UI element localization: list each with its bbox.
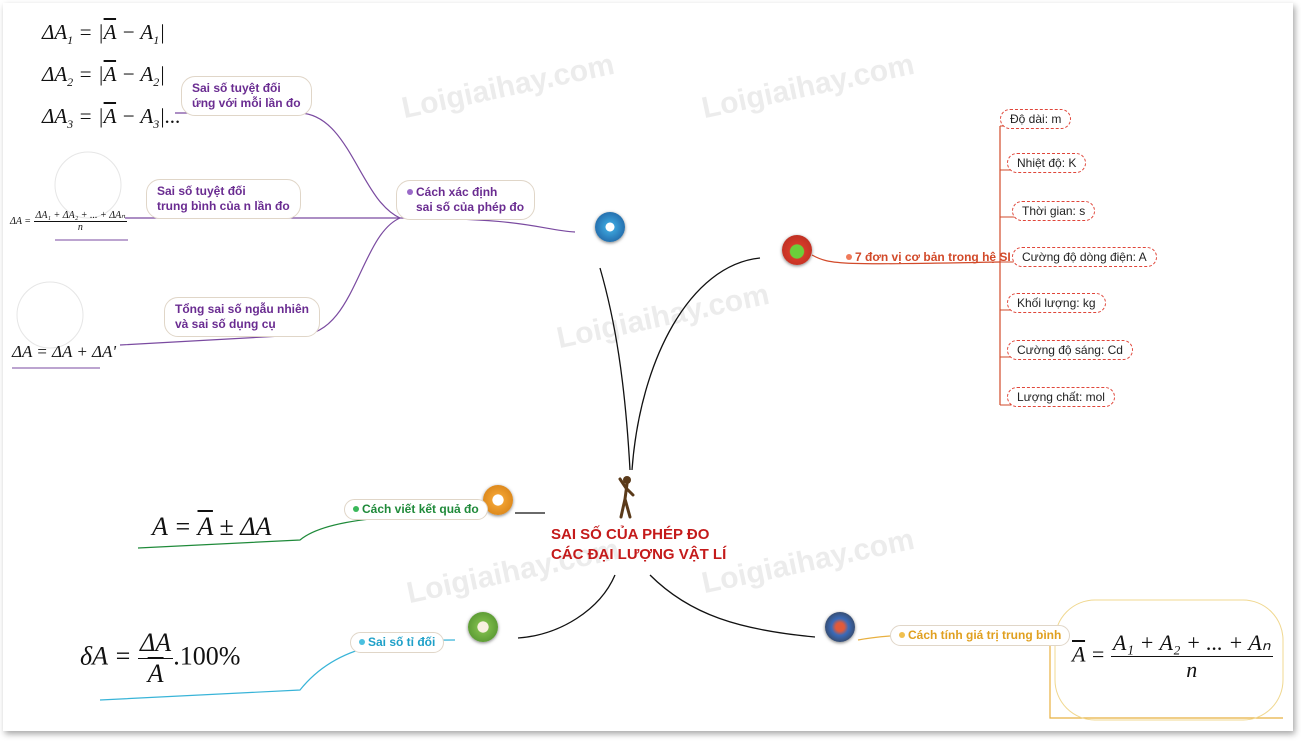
formula-mean-absolute-error: ΔA = ΔA₁ + ΔA₂ + ... + ΔAₙ n: [10, 210, 128, 233]
bullet-icon: [899, 632, 905, 638]
mindmap-canvas: [3, 3, 1293, 731]
formula-total-error: ΔA = ΔA + ΔA': [12, 342, 117, 361]
bullet-icon: [846, 254, 852, 260]
si-unit-mass[interactable]: Khối lượng: kg: [1007, 293, 1106, 313]
central-topic-line2: CÁC ĐẠI LƯỢNG VẬT LÍ: [551, 546, 727, 563]
si-unit-time[interactable]: Thời gian: s: [1012, 201, 1096, 221]
sub-label-line2: trung bình của n lần đo: [157, 199, 290, 213]
branch-average[interactable]: Cách tính giá trị trung bình: [890, 625, 1071, 646]
si-unit-length[interactable]: Độ dài: m: [1000, 109, 1072, 129]
branch-label: 7 đơn vị cơ bản trong hệ SI: [855, 250, 1011, 264]
sub-label-line1: Sai số tuyệt đối: [157, 184, 246, 198]
formula-result: A = A ± ΔA: [152, 512, 272, 541]
si-unit-temperature[interactable]: Nhiệt độ: K: [1007, 153, 1087, 173]
bullet-icon: [407, 189, 413, 195]
apple-icon[interactable]: [782, 235, 812, 265]
formula-relative-error: δA = ΔA A .100%: [80, 628, 241, 688]
fraction: A₁ + A₂ + ... + Aₙ n: [1110, 630, 1273, 682]
branch-label: Cách tính giá trị trung bình: [908, 628, 1062, 642]
formula-delta-a3: ΔA3 = |A − A3|...: [42, 104, 181, 132]
sub-absolute-error-each[interactable]: Sai số tuyệt đối ứng với mỗi lần đo: [181, 76, 312, 116]
sub-label-line2: ứng với mỗi lần đo: [192, 96, 301, 110]
fraction: ΔA A: [138, 628, 174, 688]
bullet-icon: [353, 506, 359, 512]
formula-average: A = A₁ + A₂ + ... + Aₙ n: [1072, 630, 1273, 682]
branch-label-line2: sai số của phép đo: [416, 200, 525, 214]
si-unit-luminous-intensity[interactable]: Cường độ sáng: Cd: [1007, 340, 1133, 360]
center-figure-icon: [617, 475, 637, 520]
branch-label-line1: Cách xác định: [416, 185, 498, 199]
book-icon[interactable]: [825, 612, 855, 642]
formula-delta-a2: ΔA2 = |A − A2|: [42, 62, 165, 90]
chart-icon[interactable]: [595, 212, 625, 242]
branch-relative-error[interactable]: Sai số tỉ đối: [350, 632, 445, 653]
si-unit-amount-of-substance[interactable]: Lượng chất: mol: [1007, 387, 1115, 407]
central-topic-line1: SAI SỐ CỦA PHÉP ĐO: [551, 526, 710, 543]
bullet-icon: [359, 639, 365, 645]
branch-write-result[interactable]: Cách viết kết quả đo: [344, 499, 488, 520]
calendar-icon[interactable]: [483, 485, 513, 515]
sub-total-error[interactable]: Tổng sai số ngẫu nhiên và sai số dụng cụ: [164, 297, 321, 337]
sub-absolute-error-mean[interactable]: Sai số tuyệt đối trung bình của n lần đo: [146, 179, 301, 219]
branch-label: Cách viết kết quả đo: [362, 502, 479, 516]
sub-label-line2: và sai số dụng cụ: [175, 317, 276, 331]
branch-label: Sai số tỉ đối: [368, 635, 436, 649]
bulb-icon[interactable]: [468, 612, 498, 642]
fraction: ΔA₁ + ΔA₂ + ... + ΔAₙ n: [33, 210, 128, 233]
central-topic[interactable]: SAI SỐ CỦA PHÉP ĐO CÁC ĐẠI LƯỢNG VẬT LÍ: [551, 525, 726, 565]
branch-si-units[interactable]: 7 đơn vị cơ bản trong hệ SI: [846, 250, 1011, 265]
branch-determine-error[interactable]: Cách xác định sai số của phép đo: [396, 180, 536, 220]
formula-delta-a1: ΔA1 = |A − A1|: [42, 20, 165, 48]
sub-label-line1: Sai số tuyệt đối: [192, 81, 281, 95]
sub-label-line1: Tổng sai số ngẫu nhiên: [175, 302, 310, 316]
si-unit-current[interactable]: Cường độ dòng điện: A: [1012, 247, 1157, 267]
